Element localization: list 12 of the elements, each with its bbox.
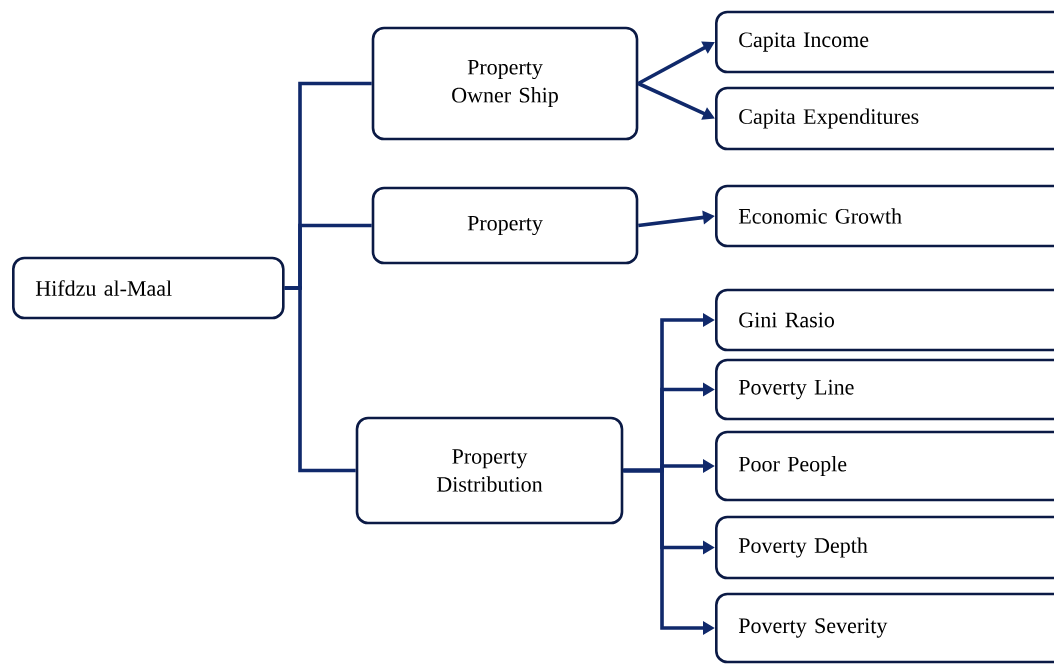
process-box: Gini Rasio	[715, 288, 1054, 352]
process-box: Property	[371, 186, 639, 265]
process-box: Capita Expenditures	[715, 86, 1054, 151]
process-box: Poverty Severity	[715, 592, 1054, 664]
process-box: Poverty Line	[715, 358, 1054, 421]
process-box: Property Owner Ship	[371, 26, 639, 141]
process-box: Capita Income	[715, 10, 1054, 74]
process-box: Property Distribution	[355, 416, 624, 525]
process-box: Poverty Depth	[715, 515, 1054, 580]
process-box: Poor People	[715, 430, 1054, 502]
process-box: Hifdzu al-Maal	[12, 256, 285, 320]
process-box: Economic Growth	[715, 184, 1054, 248]
